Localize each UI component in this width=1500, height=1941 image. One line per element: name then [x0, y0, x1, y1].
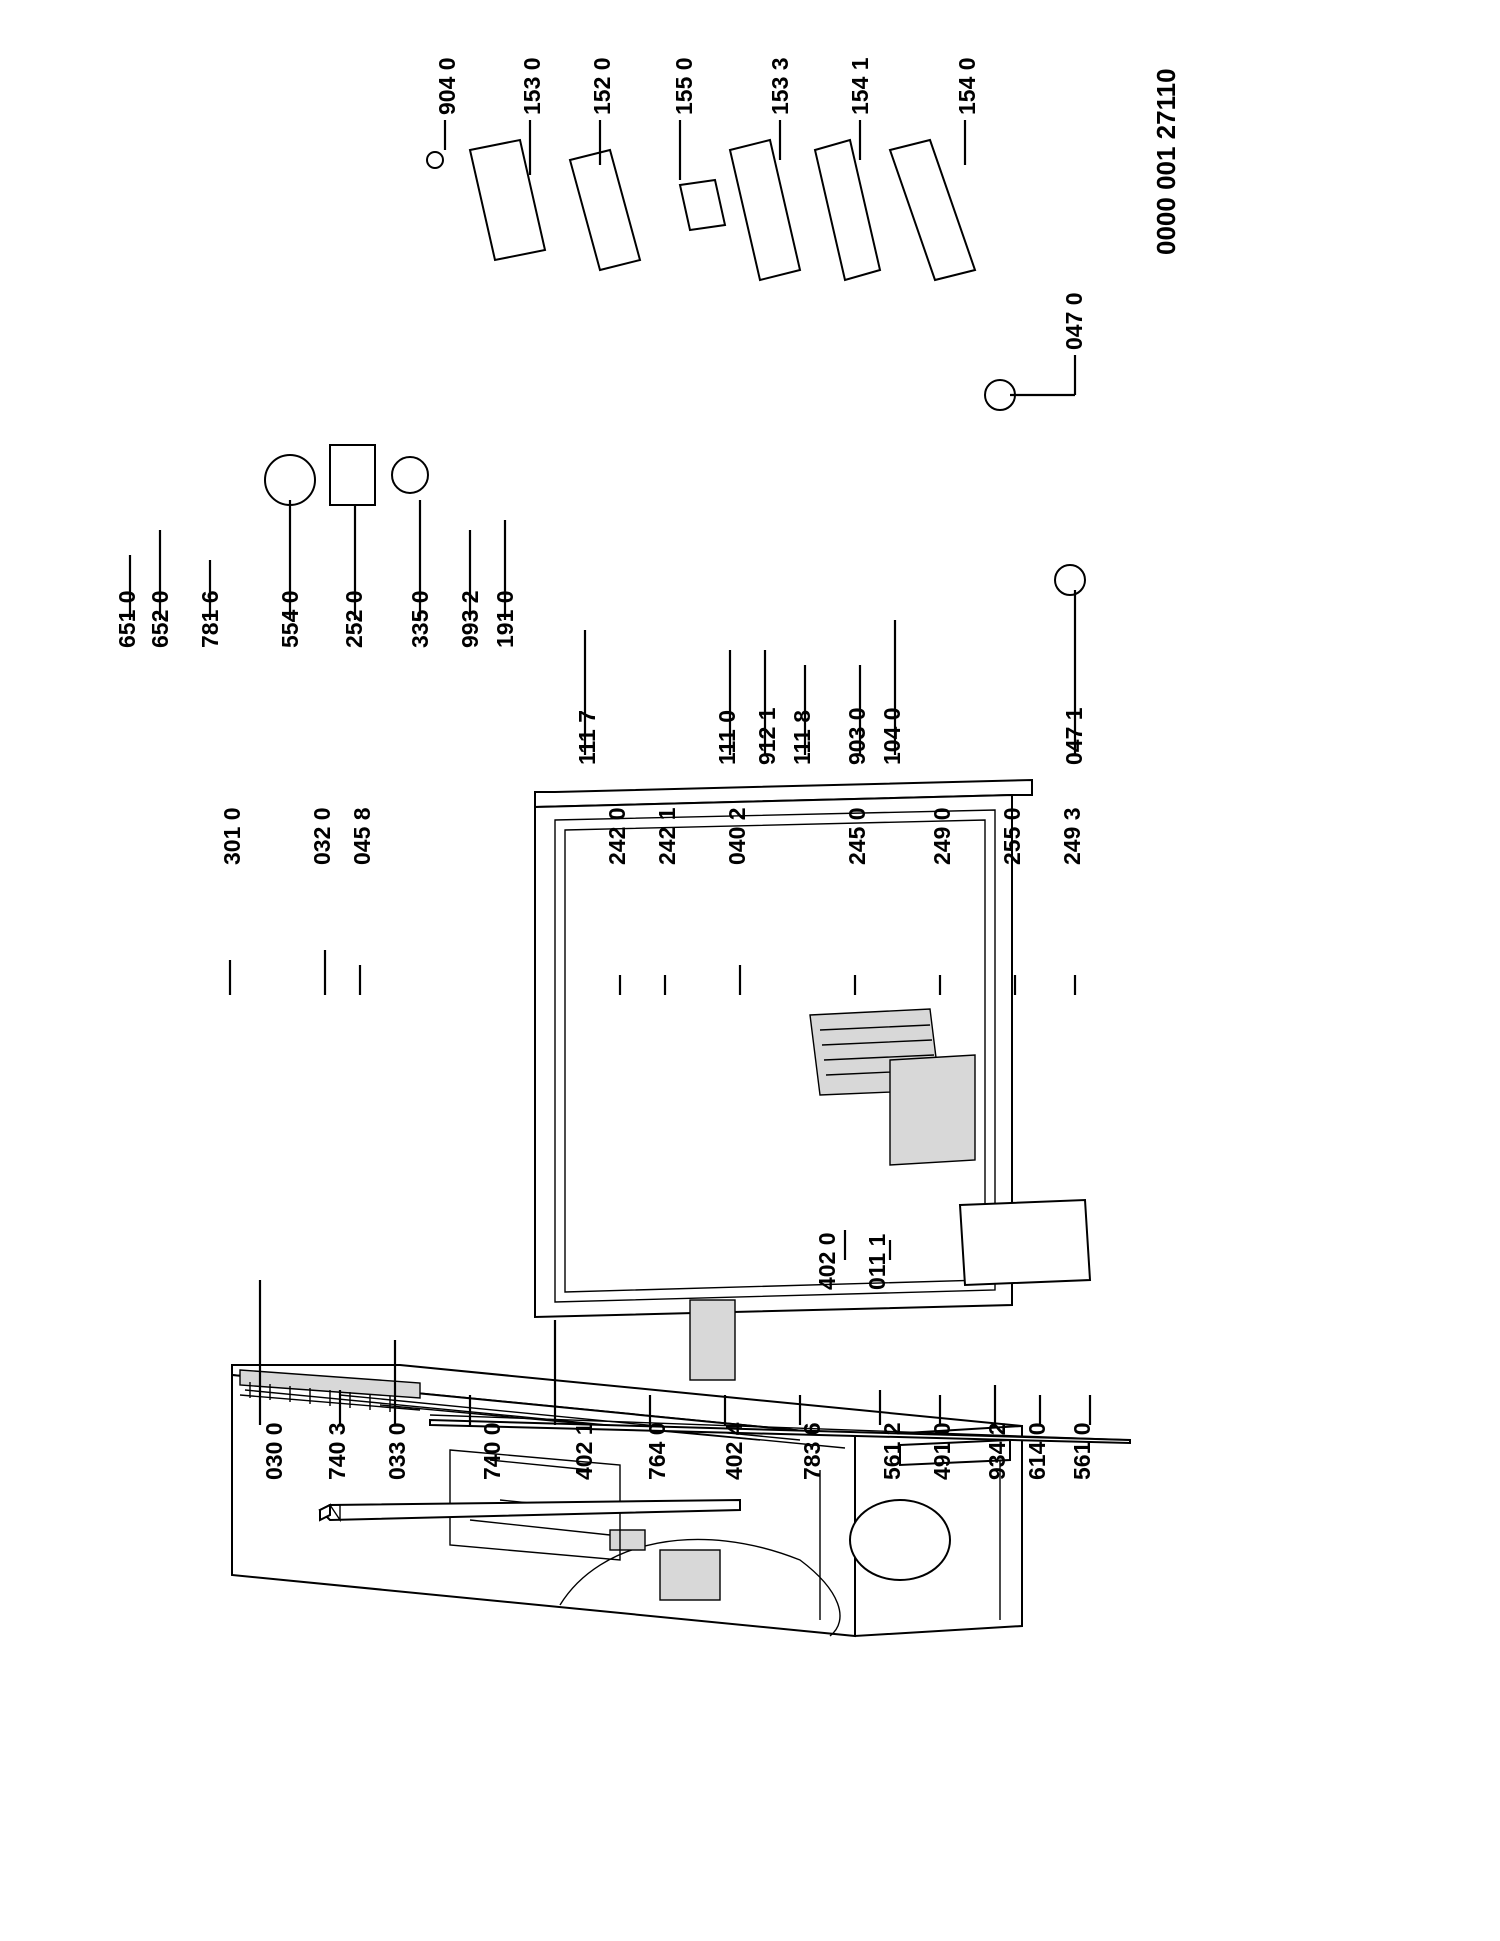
part-label: 047 1 — [1061, 707, 1087, 765]
part-label: 903 0 — [844, 707, 870, 765]
part-label: 153 0 — [519, 57, 545, 115]
part-label: 764 0 — [644, 1422, 670, 1480]
part-label: 032 0 — [309, 807, 335, 865]
part-label: 652 0 — [147, 590, 173, 648]
part-label: 561 0 — [1069, 1422, 1095, 1480]
part-label: 011 1 — [864, 1234, 890, 1290]
document-number: 0000 001 27110 — [1151, 68, 1181, 255]
part-label: 781 6 — [197, 590, 223, 648]
part-label: 402 0 — [814, 1232, 840, 1290]
door-panel — [534, 778, 1033, 1381]
part-label: 047 0 — [1061, 292, 1087, 350]
door-gasket — [318, 1414, 1131, 1523]
part-labels: 030 0 740 3 033 0 740 0 402 1 764 0 402 4 783 6… — [114, 57, 1095, 1480]
part-label: 934 2 — [984, 1422, 1010, 1480]
part-label: 030 0 — [261, 1422, 287, 1480]
part-label: 783 6 — [799, 1422, 825, 1480]
part-label: 033 0 — [384, 1422, 410, 1480]
part-label: 614 0 — [1024, 1422, 1050, 1480]
part-label: 255 0 — [999, 807, 1025, 865]
part-label: 912 1 — [754, 707, 780, 765]
part-label: 301 0 — [219, 807, 245, 865]
part-label: 155 0 — [671, 57, 697, 115]
part-label: 040 2 — [724, 807, 750, 865]
part-label: 491 0 — [929, 1422, 955, 1480]
part-label: 335 0 — [407, 590, 433, 648]
part-label: 111 0 — [714, 710, 740, 765]
part-label: 740 0 — [479, 1422, 505, 1480]
part-label: 993 2 — [457, 590, 483, 648]
part-label: 242 1 — [654, 807, 680, 865]
components — [264, 151, 1086, 596]
part-label: 245 0 — [844, 807, 870, 865]
part-label: 111 7 — [574, 710, 600, 765]
part-label: 191 0 — [492, 590, 518, 648]
part-label: 111 8 — [789, 710, 815, 765]
part-label: 904 0 — [434, 57, 460, 115]
part-label: 045 8 — [349, 807, 375, 865]
part-label: 651 0 — [114, 590, 140, 648]
part-label: 154 1 — [847, 57, 873, 115]
part-label: 152 0 — [589, 57, 615, 115]
shelves — [809, 1008, 1092, 1287]
part-label: 402 1 — [571, 1422, 597, 1480]
part-label: 154 0 — [954, 57, 980, 115]
door-bins — [468, 138, 977, 282]
part-label: 249 3 — [1059, 807, 1085, 865]
part-label: 402 4 — [721, 1422, 747, 1480]
leader-lines — [128, 120, 1092, 1425]
part-label: 252 0 — [341, 590, 367, 648]
part-label: 153 3 — [767, 57, 793, 115]
part-label: 249 0 — [929, 807, 955, 865]
part-label: 554 0 — [277, 590, 303, 648]
part-label: 104 0 — [879, 707, 905, 765]
part-label: 242 0 — [604, 807, 630, 865]
part-label: 740 3 — [324, 1422, 350, 1480]
part-label: 561 2 — [879, 1422, 905, 1480]
